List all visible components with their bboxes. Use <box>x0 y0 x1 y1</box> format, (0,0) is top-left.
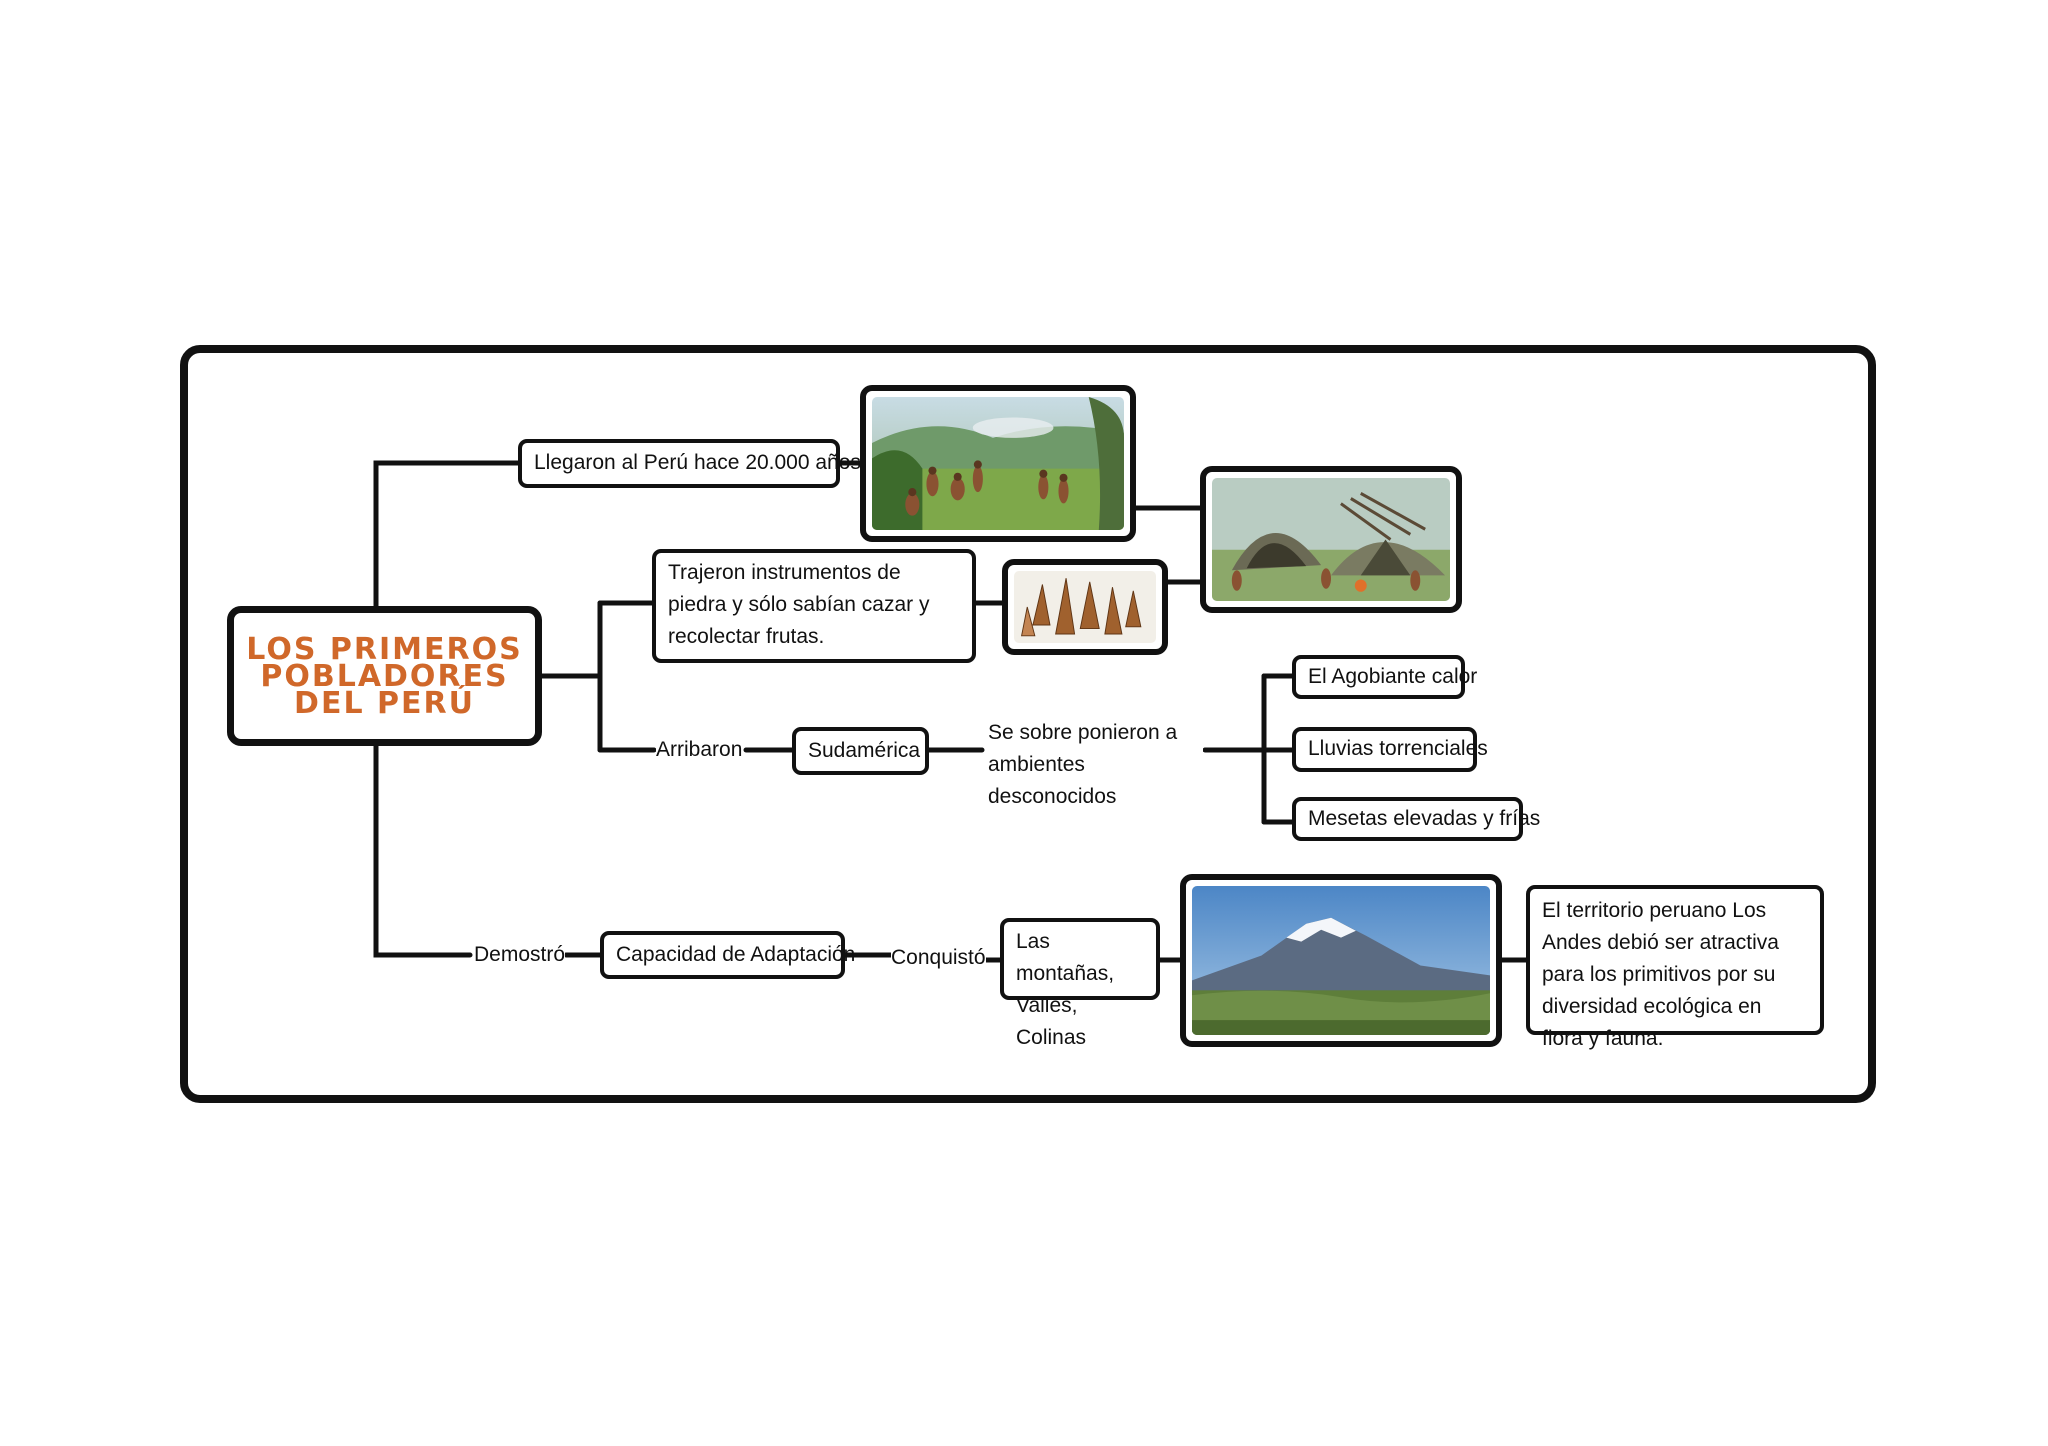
node-mesetas: Mesetas elevadas y frías <box>1292 797 1540 841</box>
node-lluvias: Lluvias torrenciales <box>1292 727 1488 772</box>
hunters-scene-image <box>860 385 1136 542</box>
node-llegaron: Llegaron al Perú hace 20.000 años <box>518 439 861 488</box>
page-title: LOS PRIMEROS POBLADORES DEL PERÚ <box>246 631 523 721</box>
link-label-arribaron: Arribaron <box>656 734 743 766</box>
node-capacidad: Capacidad de Adaptación <box>600 931 855 979</box>
node-sudamerica: Sudamérica <box>792 727 929 775</box>
camp-scene-image <box>1200 466 1462 613</box>
title-box: LOS PRIMEROS POBLADORES DEL PERÚ <box>227 606 542 746</box>
link-label-demostro: Demostró <box>474 939 566 971</box>
stone-tools-image <box>1002 559 1168 655</box>
link-label-conquisto: Conquistó <box>891 942 986 974</box>
node-calor: El Agobiante calor <box>1292 655 1477 699</box>
diagram-frame <box>180 345 1876 1103</box>
node-trajeron: Trajeron instrumentos de piedra y sólo s… <box>652 549 976 663</box>
andes-mountain-image <box>1180 874 1502 1047</box>
node-territorio: El territorio peruano Los Andes debió se… <box>1526 885 1824 1050</box>
trunk-up <box>373 460 521 609</box>
trunk-down <box>373 743 473 958</box>
node-montanas: Las montañas, Valles, Colinas <box>1000 918 1160 1049</box>
node-ambientes: Se sobre ponieron a ambientes desconocid… <box>988 717 1203 813</box>
